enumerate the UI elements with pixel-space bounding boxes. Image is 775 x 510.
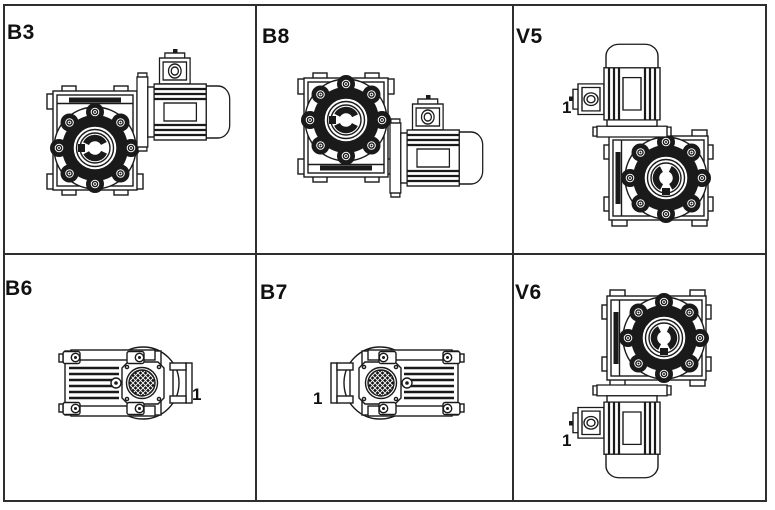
b8-gearmotor-drawing (298, 73, 484, 199)
b8-motor-side-icon (388, 93, 484, 199)
cell-label-b8: B8 (262, 25, 290, 48)
v6-motor-down-icon (567, 383, 673, 479)
b3-gearmotor-drawing (47, 47, 231, 195)
b8-gearbox-front-icon (298, 73, 394, 182)
cell-label-v5: V5 (516, 25, 543, 48)
b3-motor-side-icon (135, 47, 231, 153)
marker-1-b7: 1 (313, 389, 323, 408)
cell-label-b7: B7 (260, 281, 288, 304)
b6-top-view-icon (57, 345, 194, 421)
v6-gearmotor-drawing (567, 290, 711, 479)
cell-label-v6: V6 (515, 281, 542, 304)
marker-1-v5: 1 (562, 98, 572, 117)
cell-label-b3: B3 (7, 21, 35, 44)
cell-label-b6: B6 (5, 277, 33, 300)
v5-gearbox-front-icon (604, 130, 713, 226)
row-divider (3, 253, 767, 255)
v5-gearmotor-drawing (567, 43, 713, 226)
marker-1-v6: 1 (562, 431, 572, 450)
b7-top-view-icon (329, 345, 466, 421)
v5-motor-up-icon (567, 43, 673, 139)
b6-gearmotor-drawing (57, 345, 194, 421)
b7-gearmotor-drawing (329, 345, 466, 421)
v6-gearbox-front-icon (602, 290, 711, 386)
b3-gearbox-front-icon (47, 86, 143, 195)
marker-1-b6: 1 (192, 385, 202, 404)
